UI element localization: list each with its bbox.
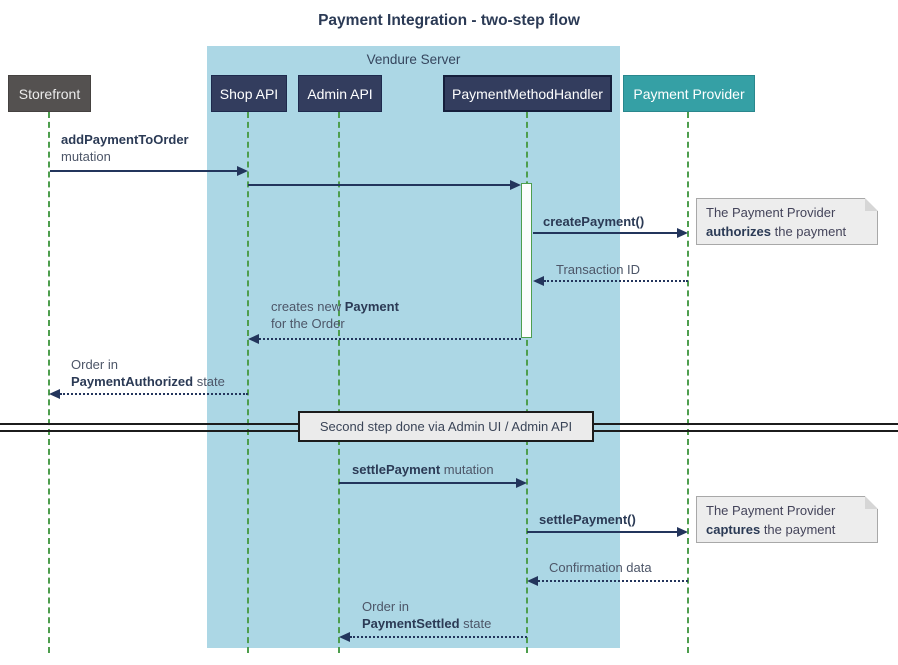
message-label-settlepayment-mutation: settlePayment mutation xyxy=(352,461,494,478)
note-captures: The Payment Provider captures the paymen… xyxy=(696,496,878,543)
arrowhead-right-icon xyxy=(237,166,248,176)
arrow-transaction-id xyxy=(533,276,688,286)
lifeline-storefront xyxy=(48,112,50,653)
message-label-transaction-id: Transaction ID xyxy=(556,262,641,277)
note-text: the payment xyxy=(760,522,836,537)
diagram-title: Payment Integration - two-step flow xyxy=(318,12,580,29)
activation-bar-payment-method-handler xyxy=(521,183,532,338)
label-bold: settlePayment xyxy=(352,462,441,477)
label-text: mutation xyxy=(440,462,494,477)
arrow-order-payment-authorized xyxy=(49,389,248,399)
note-line: authorizes the payment xyxy=(706,222,877,241)
label-bold: createPayment() xyxy=(543,214,645,229)
message-label-settlepayment-call: settlePayment() xyxy=(539,511,636,528)
participant-admin-api: Admin API xyxy=(298,75,382,112)
label-line: Order in xyxy=(362,599,409,614)
message-label-creates-payment: creates new Payment for the Order xyxy=(271,298,399,332)
message-label-addpaymenttoorder: addPaymentToOrder mutation xyxy=(61,131,189,165)
label-line: PaymentAuthorized state xyxy=(71,373,225,390)
arrowhead-right-icon xyxy=(516,478,527,488)
label-bold: PaymentSettled xyxy=(362,616,460,631)
arrow-settlepayment-mutation xyxy=(339,478,527,488)
participant-label: Shop API xyxy=(219,85,279,102)
vendure-server-frame xyxy=(207,46,620,648)
label-text: creates new xyxy=(271,299,345,314)
message-label-payment-settled: Order in PaymentSettled state xyxy=(362,598,491,632)
arrow-order-payment-settled xyxy=(339,632,527,642)
arrow-createpayment xyxy=(533,228,688,238)
divider-label: Second step done via Admin UI / Admin AP… xyxy=(298,411,594,442)
note-line: The Payment Provider xyxy=(706,503,836,518)
participant-storefront: Storefront xyxy=(8,75,91,112)
note-authorizes: The Payment Provider authorizes the paym… xyxy=(696,198,878,245)
participant-label: Payment Provider xyxy=(633,85,745,102)
message-label-payment-authorized: Order in PaymentAuthorized state xyxy=(71,356,225,390)
lifeline-admin-api xyxy=(338,112,340,653)
arrowhead-left-icon xyxy=(533,276,544,286)
note-bold: captures xyxy=(706,522,761,537)
vendure-server-label: Vendure Server xyxy=(366,52,461,67)
arrow-settlepayment-call xyxy=(527,527,688,537)
label-line: Order in xyxy=(71,357,118,372)
label-line: PaymentSettled state xyxy=(362,615,491,632)
lifeline-payment-provider xyxy=(687,112,689,653)
arrowhead-right-icon xyxy=(677,228,688,238)
label-text: state xyxy=(459,616,492,631)
participant-payment-provider: Payment Provider xyxy=(623,75,755,112)
label-bold: PaymentAuthorized xyxy=(71,374,194,389)
note-bold: authorizes xyxy=(706,224,772,239)
label-text: state xyxy=(193,374,225,389)
participant-label: PaymentMethodHandler xyxy=(452,85,603,102)
arrow-shop-to-handler xyxy=(248,180,521,190)
lifeline-payment-method-handler xyxy=(526,112,528,653)
arrowhead-left-icon xyxy=(248,334,259,344)
participant-payment-method-handler: PaymentMethodHandler xyxy=(443,75,612,112)
message-label-confirmation-data: Confirmation data xyxy=(549,560,652,575)
arrow-confirmation-data xyxy=(527,576,688,586)
label-line: addPaymentToOrder xyxy=(61,131,189,148)
label-line: creates new Payment xyxy=(271,298,399,315)
label-bold: settlePayment() xyxy=(539,512,636,527)
label-line: mutation xyxy=(61,149,111,164)
arrow-addpaymenttoorder xyxy=(50,166,248,176)
note-line: captures the payment xyxy=(706,520,877,539)
arrowhead-right-icon xyxy=(677,527,688,537)
participant-shop-api: Shop API xyxy=(211,75,287,112)
arrow-creates-payment xyxy=(248,334,521,344)
arrowhead-left-icon xyxy=(49,389,60,399)
arrowhead-right-icon xyxy=(510,180,521,190)
note-text: the payment xyxy=(771,224,847,239)
label-line: for the Order xyxy=(271,316,345,331)
participant-label: Admin API xyxy=(307,85,373,102)
label-bold: addPaymentToOrder xyxy=(61,132,189,147)
message-label-createpayment: createPayment() xyxy=(543,213,644,230)
lifeline-shop-api xyxy=(247,112,249,653)
label-bold: Payment xyxy=(344,299,399,314)
arrowhead-left-icon xyxy=(527,576,538,586)
arrowhead-left-icon xyxy=(339,632,350,642)
note-line: The Payment Provider xyxy=(706,205,836,220)
participant-label: Storefront xyxy=(18,85,81,102)
